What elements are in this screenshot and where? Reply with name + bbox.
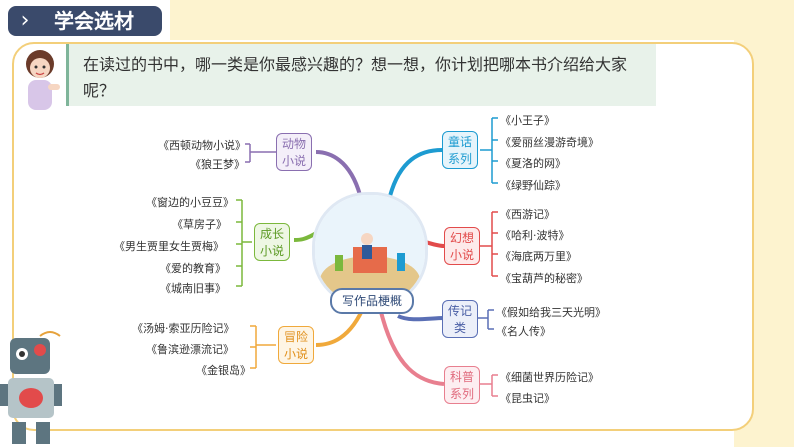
book-item: 《宝葫芦的秘密》 [500, 272, 588, 285]
book-item: 《窗边的小豆豆》 [146, 196, 234, 209]
book-item: 《假如给我三天光明》 [496, 306, 606, 319]
book-item: 《草房子》 [172, 218, 227, 231]
book-item: 《金银岛》 [196, 364, 251, 377]
book-item: 《爱的教育》 [160, 262, 226, 275]
category-adventure: 冒险 小说 [278, 326, 314, 364]
page-title: 学会选材 [42, 6, 162, 36]
book-item: 《夏洛的网》 [500, 157, 566, 170]
book-item: 《细菌世界历险记》 [500, 371, 599, 384]
header-band [170, 0, 794, 40]
book-item: 《鲁滨逊漂流记》 [146, 343, 234, 356]
book-item: 《昆虫记》 [500, 392, 555, 405]
category-fairy: 童话 系列 [442, 131, 478, 169]
book-item: 《西顿动物小说》 [158, 139, 246, 152]
book-item: 《西游记》 [500, 208, 555, 221]
book-item: 《狼王梦》 [190, 158, 245, 171]
book-item: 《绿野仙踪》 [500, 179, 566, 192]
book-item: 《汤姆·索亚历险记》 [132, 322, 235, 335]
robot-mascot-icon [0, 331, 62, 444]
book-item: 《爱丽丝漫游奇境》 [500, 136, 599, 149]
book-item: 《男生贾里女生贾梅》 [114, 240, 224, 253]
book-item: 《哈利·波特》 [500, 229, 570, 242]
category-fantasy: 幻想 小说 [444, 227, 480, 265]
book-item: 《小王子》 [500, 114, 555, 127]
teacher-avatar-icon [26, 50, 60, 110]
category-growth: 成长 小说 [254, 223, 290, 261]
book-item: 《城南旧事》 [160, 282, 226, 295]
category-animal: 动物 小说 [276, 133, 312, 171]
center-node-label: 写作品梗概 [330, 288, 414, 314]
book-item: 《名人传》 [496, 325, 551, 338]
book-item: 《海底两万里》 [500, 250, 577, 263]
question-box: 在读过的书中，哪一类是你最感兴趣的？想一想，你计划把哪本书介绍给大家呢？ [66, 44, 656, 106]
chevron-right-icon: › [8, 6, 42, 36]
category-science: 科普 系列 [444, 366, 480, 404]
category-biography: 传记 类 [442, 300, 478, 338]
